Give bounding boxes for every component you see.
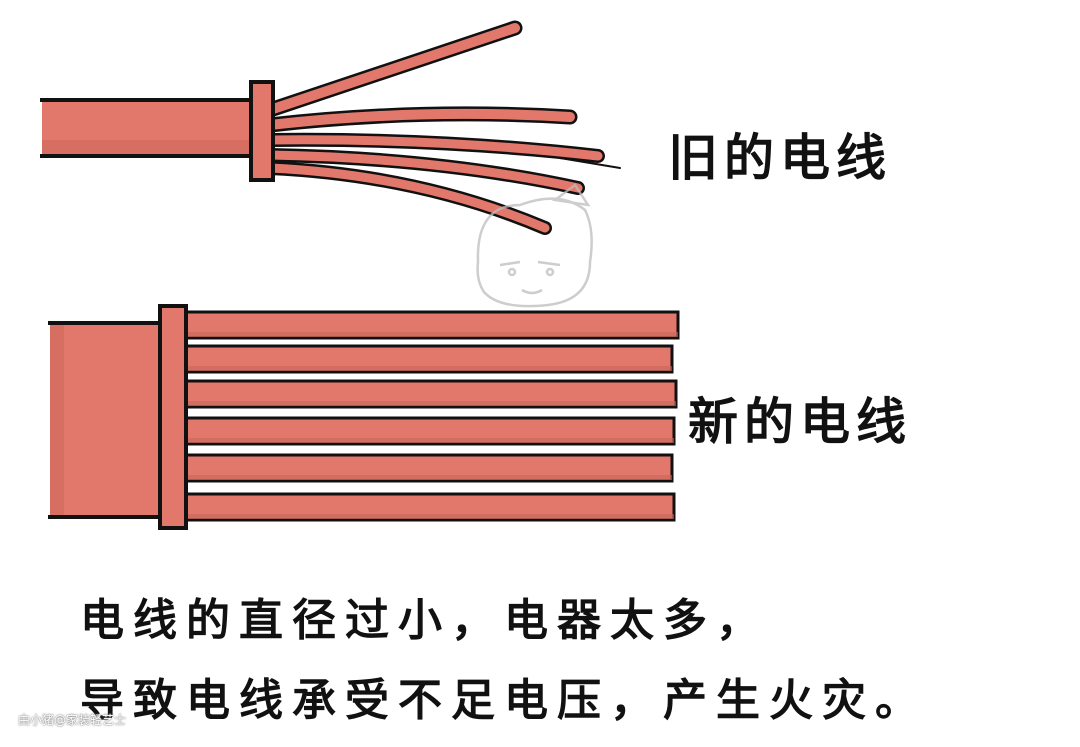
old-wire-strands: [262, 20, 621, 235]
old-wire: [40, 20, 621, 235]
new-wire-collar: [158, 304, 188, 530]
old-wire-collar: [249, 80, 275, 182]
watermark-text: 由小猪@家装轻艺士: [18, 713, 127, 727]
new-wire-label: 新的电线: [688, 393, 912, 451]
caption-line-2: 导致电线承受不足电压，产生火灾。: [80, 675, 928, 726]
new-wire: [48, 304, 680, 530]
caption-line-1: 电线的直径过小，电器太多，: [80, 595, 769, 646]
new-wire-body: [50, 323, 162, 517]
old-wire-label: 旧的电线: [668, 129, 892, 187]
new-wire-strands: [176, 310, 680, 522]
face-watermark: [476, 183, 593, 308]
